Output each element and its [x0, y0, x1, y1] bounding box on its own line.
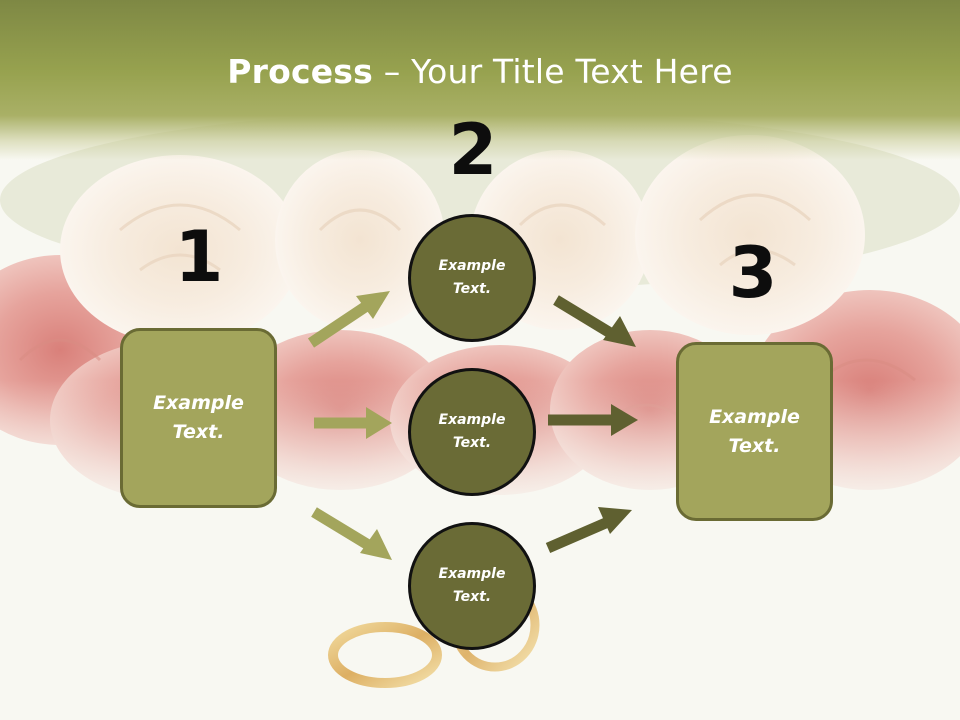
circle-top-text: Example Text.	[438, 258, 506, 297]
circle-top[interactable]: Example Text.	[408, 214, 536, 342]
title-band	[0, 0, 960, 160]
right-text-box[interactable]: Example Text.	[676, 342, 833, 521]
title-separator: –	[373, 52, 412, 91]
left-text-box[interactable]: Example Text.	[120, 328, 277, 508]
circle-bottom-text: Example Text.	[438, 566, 506, 605]
right-box-text: Example Text.	[709, 405, 800, 457]
step-number-2: 2	[448, 109, 498, 191]
slide-title: Process – Your Title Text Here	[0, 52, 960, 91]
left-box-text: Example Text.	[153, 392, 244, 443]
circle-middle[interactable]: Example Text.	[408, 368, 536, 496]
title-bold-part: Process	[227, 52, 373, 91]
step-number-3: 3	[728, 232, 778, 314]
circle-middle-text: Example Text.	[438, 412, 506, 451]
title-text: Your Title Text Here	[411, 52, 733, 91]
circle-bottom[interactable]: Example Text.	[408, 522, 536, 650]
step-number-1: 1	[174, 216, 224, 298]
